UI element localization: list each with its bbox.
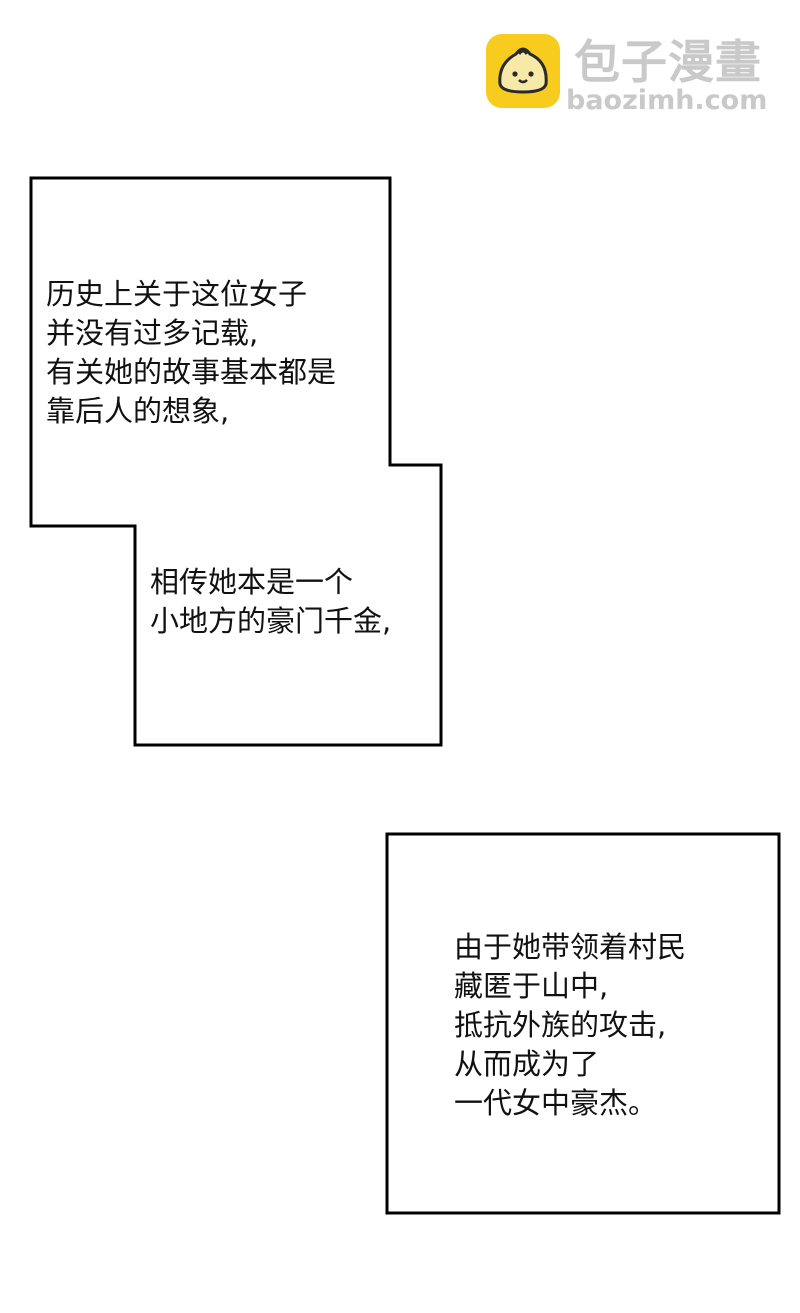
- caption-1-line: 历史上关于这位女子: [46, 277, 308, 311]
- caption-3: 由于她带领着村民 藏匿于山中, 抵抗外族的攻击, 从而成为了 一代女中豪杰。: [454, 928, 686, 1123]
- caption-2-line: 小地方的豪门千金,: [150, 604, 392, 638]
- caption-3-line: 一代女中豪杰。: [454, 1086, 658, 1120]
- watermark-url: baozimh.com: [566, 85, 768, 116]
- caption-box-3-outline: [385, 832, 781, 1215]
- caption-3-line: 抵抗外族的攻击,: [454, 1008, 667, 1042]
- caption-2: 相传她本是一个 小地方的豪门千金,: [150, 563, 391, 641]
- caption-1: 历史上关于这位女子 并没有过多记载, 有关她的故事基本都是 靠后人的想象,: [46, 275, 336, 431]
- caption-1-line: 靠后人的想象,: [46, 394, 230, 428]
- caption-1-line: 有关她的故事基本都是: [46, 355, 337, 389]
- caption-box-1-outline: [29, 176, 443, 747]
- baozi-logo-icon: [486, 34, 560, 108]
- caption-2-line: 相传她本是一个: [150, 565, 354, 599]
- caption-1-line: 并没有过多记载,: [46, 316, 259, 350]
- caption-3-line: 藏匿于山中,: [454, 969, 609, 1003]
- caption-3-line: 由于她带领着村民: [454, 930, 687, 964]
- watermark-brand-name: 包子漫畫: [574, 35, 762, 89]
- watermark: 包子漫畫 baozimh.com: [486, 34, 786, 116]
- caption-3-line: 从而成为了: [454, 1047, 600, 1081]
